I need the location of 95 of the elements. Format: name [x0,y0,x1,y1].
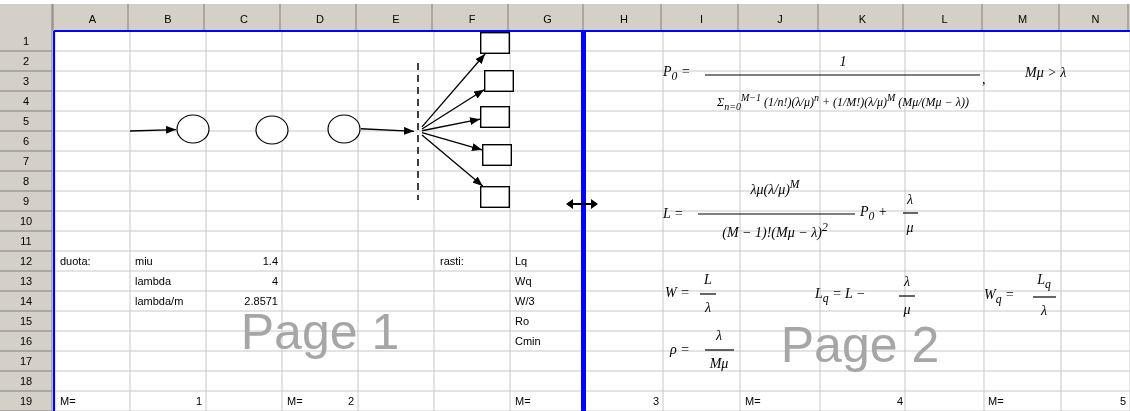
row-number: 16 [19,334,33,348]
server-box [484,70,514,92]
arrow [421,89,485,130]
queue-circle [255,115,289,145]
formula-text: μ [906,220,914,236]
cell-text: 5 [1119,394,1126,408]
dashed-line [414,63,422,200]
row-number: 7 [22,154,30,168]
formula-text: , [982,72,986,88]
server-box [480,106,510,128]
row-number: 9 [22,194,30,208]
formula-text: L$_{q}$ = L − [815,286,866,306]
row-number: 10 [19,214,33,228]
cell-text: M= [515,394,531,408]
row-number: 8 [22,174,30,188]
formula-text: 1 [839,54,847,70]
formula-text: (M − 1)!(Mμ − λ)$^{2}$ [722,222,828,240]
formula-text: λ [715,328,723,344]
formula-text: λ [906,192,914,208]
row-number: 11 [20,234,32,248]
server-box [480,32,510,54]
row-number: 18 [19,374,33,388]
formula-text: Mμ > λ [1025,65,1067,81]
cell-text: 4 [896,394,903,408]
column-header: E [392,12,400,26]
row-number: 14 [19,294,33,308]
formula-text: ρ = [670,342,690,358]
column-header: G [543,12,552,26]
formula-text: Mμ [709,356,729,372]
cell-text: M= [287,394,303,408]
arrow [421,117,481,132]
page-label: Page 2 [780,317,940,373]
column-header: D [316,12,324,26]
arrow [421,132,483,151]
row-number: 19 [19,394,33,408]
row-number: 1 [22,34,30,48]
column-header: N [1091,12,1100,26]
cell-text: W/3 [515,294,535,308]
arrow [421,134,484,187]
row-number: 6 [22,134,30,148]
row-number: 17 [19,354,33,368]
cell-text: 1 [195,394,202,408]
cell-text: 4 [271,274,278,288]
formula-text: W$_{q}$ = [984,287,1015,307]
column-header: C [240,12,248,26]
column-header: H [620,12,628,26]
column-header: K [858,12,867,26]
cell-text: M= [745,394,761,408]
row-number: 4 [22,94,30,108]
cell-text: rasti: [440,254,464,268]
column-header: J [777,12,783,26]
row-number: 5 [22,114,30,128]
cell-text: Ro [515,314,530,328]
formula-text: λμ(λ/μ)$^{M}$ [750,179,800,197]
server-box [480,186,510,208]
cell-text: 2 [347,394,354,408]
cell-text: 1.4 [262,254,278,268]
cell-text: miu [135,254,153,268]
queue-circle [327,114,361,144]
queue-circle [176,114,210,144]
column-header: I [699,12,704,26]
row-number: 13 [19,274,33,288]
cell-text: Cmin [515,334,541,348]
column-header: F [468,12,476,26]
row-number: 3 [22,74,30,88]
formula-text: λ [903,274,911,290]
row-number: 15 [19,314,33,328]
arrow [129,125,177,134]
formula-text: λ [1040,303,1048,319]
formula-text: P$_{0}$ = [663,64,691,84]
formula-text: L$_{q}$ [1037,272,1051,292]
column-header: A [88,12,97,26]
cell-text: Lq [515,254,528,268]
formula-text: L [704,272,712,288]
column-header: M [1017,12,1028,26]
cell-text: lambda [135,274,172,288]
formula-text: L = [663,206,684,222]
cell-text: M= [60,394,76,408]
row-number: 2 [22,54,30,68]
server-box [482,144,512,166]
row-number: 12 [19,254,33,268]
formula-text: P$_{0}$ + [860,204,888,224]
cell-text: M= [988,394,1004,408]
formula-text: λ [704,300,712,316]
formula-text: μ [903,302,911,318]
cell-text: 3 [652,394,659,408]
arrow [360,126,415,135]
formula-text: Σ$_{n=0}$$^{M−1}$ (1/n!)(λ/μ)$^{n}$ + (1/M!)(λ/μ)$^{M}$ (Mμ/(Mμ − λ)) [717,92,969,112]
arrow [421,53,486,128]
column-header: L [941,12,948,26]
cell-text: lambda/m [135,294,184,308]
cell-text: Wq [515,274,532,288]
column-header: B [164,12,172,26]
formula-text: W = [665,285,690,301]
cell-text: duota: [60,254,91,268]
